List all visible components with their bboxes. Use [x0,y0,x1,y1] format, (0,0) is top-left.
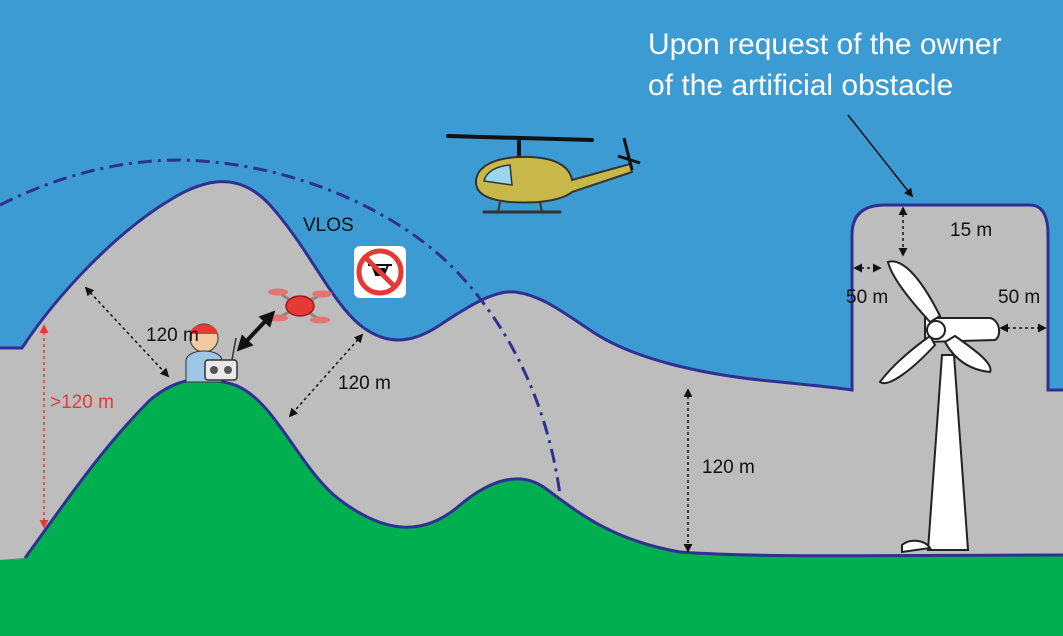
annotation-line-2: of the artificial obstacle [648,69,953,102]
no-drone-sign-icon [354,246,406,298]
obstacle-label-right: 50 m [998,287,1040,308]
vlos-label: VLOS [303,215,354,236]
drone-pilot-icon [185,323,238,383]
ground-strip [0,560,1063,636]
distance-label-left-slope: 120 m [146,325,199,346]
annotation-pointer [847,114,914,198]
distance-label-valley: 120 m [702,457,755,478]
obstacle-label-left: 50 m [846,287,888,308]
distance-arrow-left-slope [84,286,170,378]
helicopter-icon [446,134,641,214]
distance-arrow-right-slope [288,333,364,418]
wind-turbine-icon [878,260,1001,554]
obstacle-label-top: 15 m [950,220,992,241]
terrain-boundary-line [23,377,1063,559]
airspace-upper-boundary [0,180,1063,392]
annotation-line-1: Upon request of the owner [648,28,1002,61]
distance-label-over-hill: >120 m [50,392,114,413]
distance-label-right-slope: 120 m [338,373,391,394]
vlos-arc [0,158,562,496]
control-link [236,310,276,352]
